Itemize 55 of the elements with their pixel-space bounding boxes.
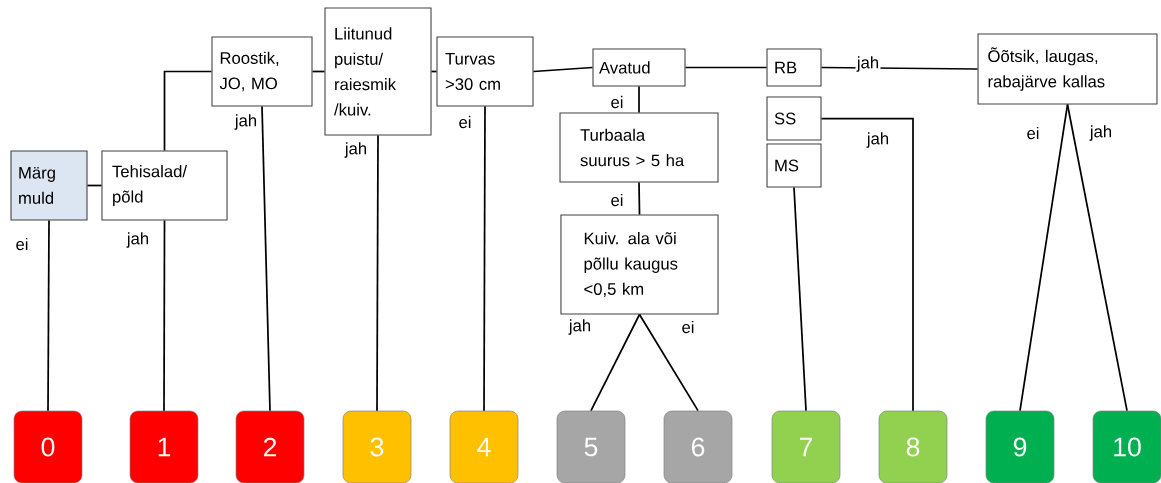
criterion-box: Kuiv. ala või põllu kaugus <0,5 km [560,214,719,315]
class-box: 9 [985,410,1055,483]
class-box: 2 [235,410,305,483]
connector-line [1019,103,1069,412]
connector-line [1066,103,1128,412]
edge-label: ei [14,236,30,252]
connector-line [483,105,486,412]
class-box: 4 [449,410,519,483]
criterion-box: RB [766,48,822,87]
connector-line [638,181,641,216]
criterion-box: SS [766,96,822,141]
criterion-box: Märg muld [10,150,88,221]
criterion-box: Avatud [592,48,686,87]
connector-line [638,313,699,412]
class-box: 10 [1092,410,1161,483]
connector-line [376,134,379,412]
connector-line [261,105,271,412]
criterion-box: Tehisalad/ põld [101,150,228,221]
criterion-box: Roostik, JO, MO [211,36,313,107]
connector-line [820,117,914,412]
class-box: 0 [13,410,83,483]
criterion-box: Turvas >30 cm [436,36,534,107]
criterion-box: MS [766,143,822,188]
edge-label: ei [457,114,473,130]
edge-label: jah [865,130,891,150]
connector-line [793,186,807,412]
connector-line [86,184,103,187]
connector-line [430,70,438,73]
edge-label: jah [233,112,259,132]
edge-label: jah [125,230,151,250]
edge-label: ei [609,94,625,110]
edge-label: jah [343,140,369,160]
class-box: 8 [878,410,948,483]
edge-label: ei [609,192,625,208]
edge-label: ei [680,319,696,335]
connector-line [163,219,166,412]
edge-label: ei [1025,125,1041,141]
connector-line [163,70,213,152]
class-box: 7 [771,410,841,483]
class-box: 3 [342,410,412,483]
connector-line [47,219,50,412]
criterion-box: Turbaala suurus > 5 ha [559,112,719,183]
connector-line [684,66,768,69]
connector-line [532,66,594,73]
criterion-box: Liitunud puistu/ raiesmik /kuiv. [324,7,432,136]
connector-line [638,85,640,114]
edge-label: jah [1088,123,1114,143]
edge-label: jah [567,317,593,337]
edge-label: jah [855,54,881,74]
class-box: 1 [129,410,199,483]
connector-line [590,313,641,412]
class-box: 6 [663,410,733,483]
connector-line [311,70,326,73]
criterion-box: Õõtsik, laugas, rabajärve kallas [977,33,1158,105]
class-box: 5 [556,410,626,483]
